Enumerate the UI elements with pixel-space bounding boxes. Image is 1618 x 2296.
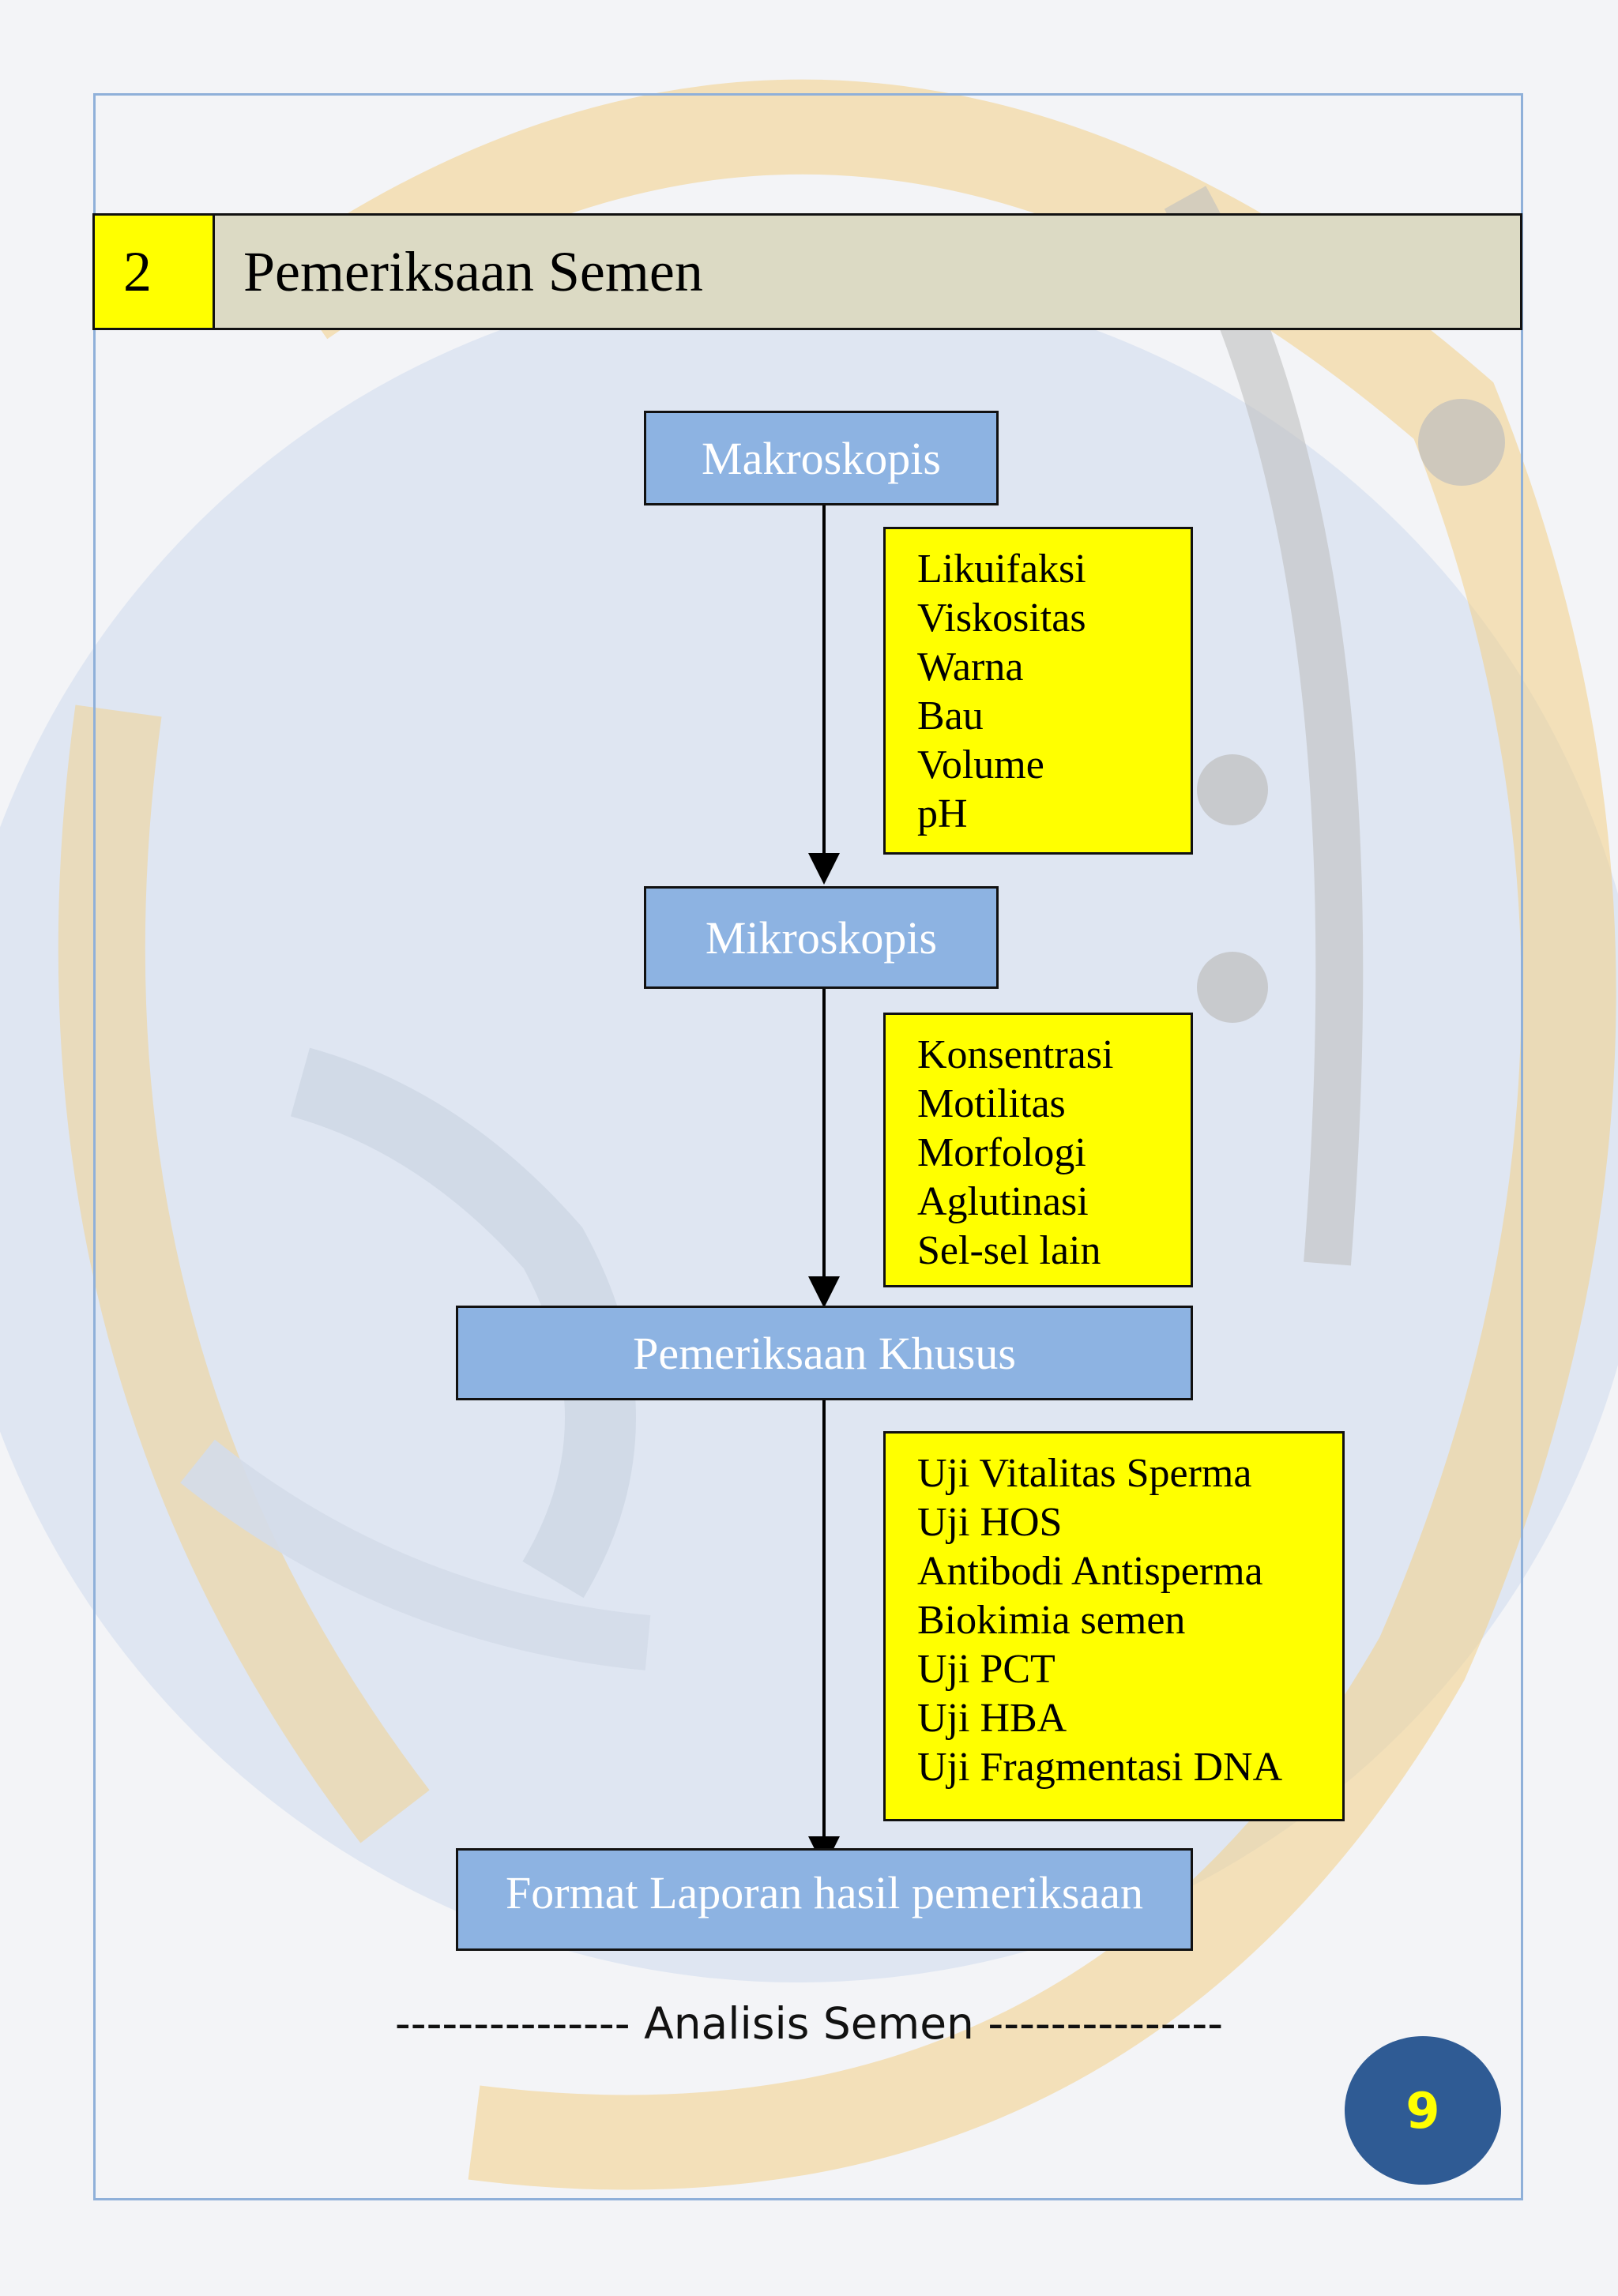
detail-item: Warna [917,644,1024,690]
page-frame [93,93,1523,2200]
detail-item: Biokimia semen [917,1598,1186,1643]
detail-item: Morfologi [917,1130,1086,1175]
footer-title: --------------- Analisis Semen ---------… [394,1998,1224,2049]
detail-item: Uji Fragmentasi DNA [917,1745,1283,1790]
detail-item: Uji PCT [917,1647,1055,1692]
page-number-badge: 9 [1345,2036,1501,2185]
detail-item: Bau [917,693,984,738]
detail-item: Uji Vitalitas Sperma [917,1451,1252,1496]
stage-format-laporan: Format Laporan hasil pemeriksaan [456,1848,1193,1951]
detail-item: Konsentrasi [917,1032,1114,1077]
detail-item: Sel-sel lain [917,1228,1101,1273]
detail-item: Motilitas [917,1081,1066,1126]
section-number: 2 [95,216,215,328]
detail-pemeriksaan-khusus: Uji Vitalitas Sperma Uji HOS Antibodi An… [883,1431,1345,1821]
detail-item: Uji HOS [917,1500,1063,1545]
detail-item: Uji HBA [917,1696,1067,1741]
detail-item: Volume [917,742,1044,787]
detail-item: Viskositas [917,596,1086,641]
detail-item: Aglutinasi [917,1179,1089,1224]
detail-item: Antibodi Antisperma [917,1549,1263,1594]
stage-mikroskopis: Mikroskopis [644,886,999,989]
detail-mikroskopis: Konsentrasi Motilitas Morfologi Aglutina… [883,1013,1193,1287]
stage-pemeriksaan-khusus: Pemeriksaan Khusus [456,1306,1193,1400]
section-header: 2 Pemeriksaan Semen [92,213,1522,330]
detail-makroskopis: Likuifaksi Viskositas Warna Bau Volume p… [883,527,1193,855]
section-title: Pemeriksaan Semen [215,216,1520,328]
detail-item: Likuifaksi [917,547,1086,592]
stage-makroskopis: Makroskopis [644,411,999,505]
detail-item: pH [917,791,968,836]
